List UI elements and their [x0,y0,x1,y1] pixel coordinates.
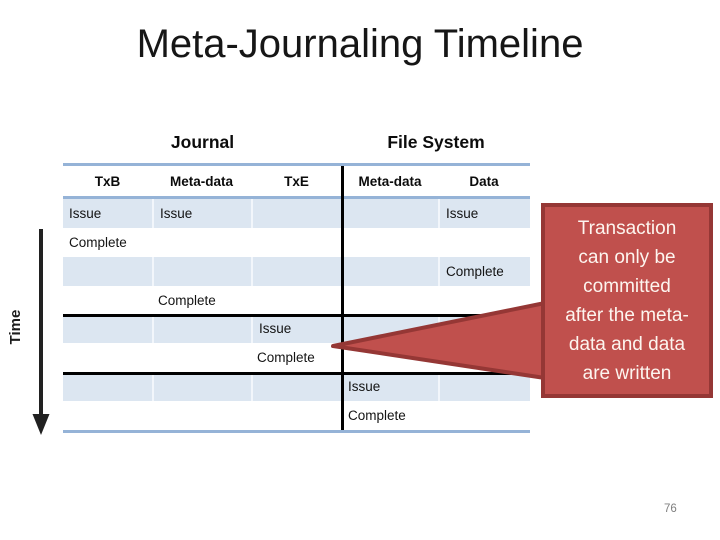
column-header-txe: TxE [284,173,309,189]
cell-journal-metadata: Complete [158,292,216,308]
cell-txb: Issue [69,205,102,221]
cell-txb: Complete [69,234,127,250]
table-row: Complete [63,256,530,286]
cell-fs-metadata [342,257,438,286]
journal-filesystem-divider [341,166,344,430]
table-row: Complete [63,286,530,315]
cell-data [438,401,530,430]
callout-text-line: are written [582,362,672,384]
phase-divider-line [63,372,530,375]
cell-txe: Complete [257,350,315,366]
table-row: Complete [63,228,530,257]
table-top-border [63,163,530,166]
callout-text-line: committed [583,275,671,297]
cell-txe [251,286,342,315]
time-axis-label: Time [7,309,24,345]
cell-journal-metadata [152,256,251,286]
cell-data [438,228,530,257]
column-header-data: Data [469,173,499,189]
column-header-journal-metadata: Meta-data [169,173,233,189]
cell-data [438,343,530,372]
table-row: Complete [63,401,530,430]
cell-txe [251,372,342,402]
cell-txe [251,199,342,228]
section-label-journal: Journal [170,132,235,152]
table-header-underline [63,196,530,199]
cell-data [438,286,530,315]
table-header-row: TxB Meta-data TxE Meta-data Data [63,166,530,196]
callout-text-line: can only be [578,246,676,268]
cell-txb [63,286,152,315]
cell-fs-metadata: Issue [348,379,381,395]
cell-txb [63,401,152,430]
page-title: Meta-Journaling Timeline [136,22,584,66]
time-axis-down-arrow-icon [32,229,50,435]
table-bottom-border [63,430,530,433]
table-row: Issue [63,372,530,402]
cell-data: Complete [438,256,530,286]
cell-data: Issue [438,199,530,228]
cell-fs-metadata [342,315,438,344]
cell-txb [63,257,152,286]
cell-journal-metadata [152,314,251,344]
cell-fs-metadata [342,286,438,315]
cell-txe: Issue [251,314,342,344]
cell-fs-metadata [342,228,438,257]
cell-fs-metadata [342,199,438,228]
cell-fs-metadata: Complete [348,408,406,424]
cell-fs-metadata [342,343,438,372]
callout-text-line: after the meta- [565,304,689,326]
callout-text-line: Transaction [577,217,677,239]
cell-txb [63,343,152,372]
cell-txe [251,256,342,286]
page-number: 76 [664,503,677,515]
callout-box: Transaction can only be committed after … [541,203,713,398]
cell-txb [63,315,152,344]
table-row: Issue Issue Issue [63,199,530,228]
cell-journal-metadata [152,401,251,430]
cell-journal-metadata: Issue [152,199,251,228]
callout-text-line: data and data [568,333,686,355]
cell-data [438,314,530,344]
timeline-table: TxB Meta-data TxE Meta-data Data Issue I… [63,163,530,433]
cell-data [438,372,530,402]
table-row: Issue [63,314,530,344]
column-header-fs-metadata: Meta-data [358,173,422,189]
cell-txb [63,372,152,401]
cell-journal-metadata [152,228,251,257]
table-row: Complete [63,343,530,372]
phase-divider-line [63,314,530,317]
column-header-txb: TxB [94,173,121,189]
cell-journal-metadata [152,372,251,402]
cell-txe [251,228,342,257]
cell-journal-metadata [152,343,251,372]
section-label-file-system: File System [387,132,485,152]
cell-txe [251,401,342,430]
